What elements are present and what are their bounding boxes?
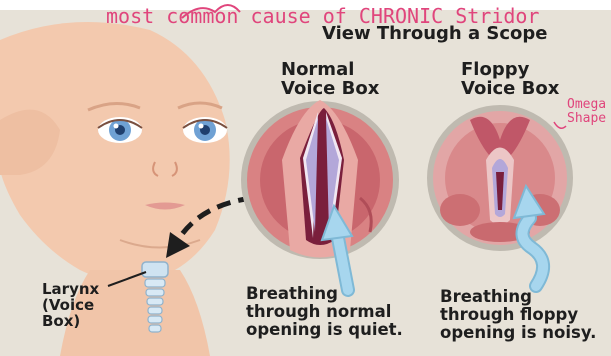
baby-eye-left [98, 117, 142, 143]
normal-voice-box-heading: Normal Voice Box [281, 60, 379, 99]
floppy-caption: Breathing through floppy opening is nois… [440, 288, 596, 341]
annotation-tick [554, 122, 566, 128]
scope-title: View Through a Scope [322, 24, 548, 43]
larynx-label: Larynx (Voice Box) [42, 281, 99, 330]
baby-eye-right [183, 117, 227, 143]
normal-voice-box-view [244, 100, 396, 258]
floppy-voice-box-view [430, 108, 570, 248]
normal-caption: Breathing through normal opening is quie… [246, 285, 403, 338]
floppy-voice-box-heading: Floppy Voice Box [461, 60, 559, 99]
baby-illustration [0, 22, 230, 356]
handwritten-side-note: Omega Shape [567, 98, 606, 127]
